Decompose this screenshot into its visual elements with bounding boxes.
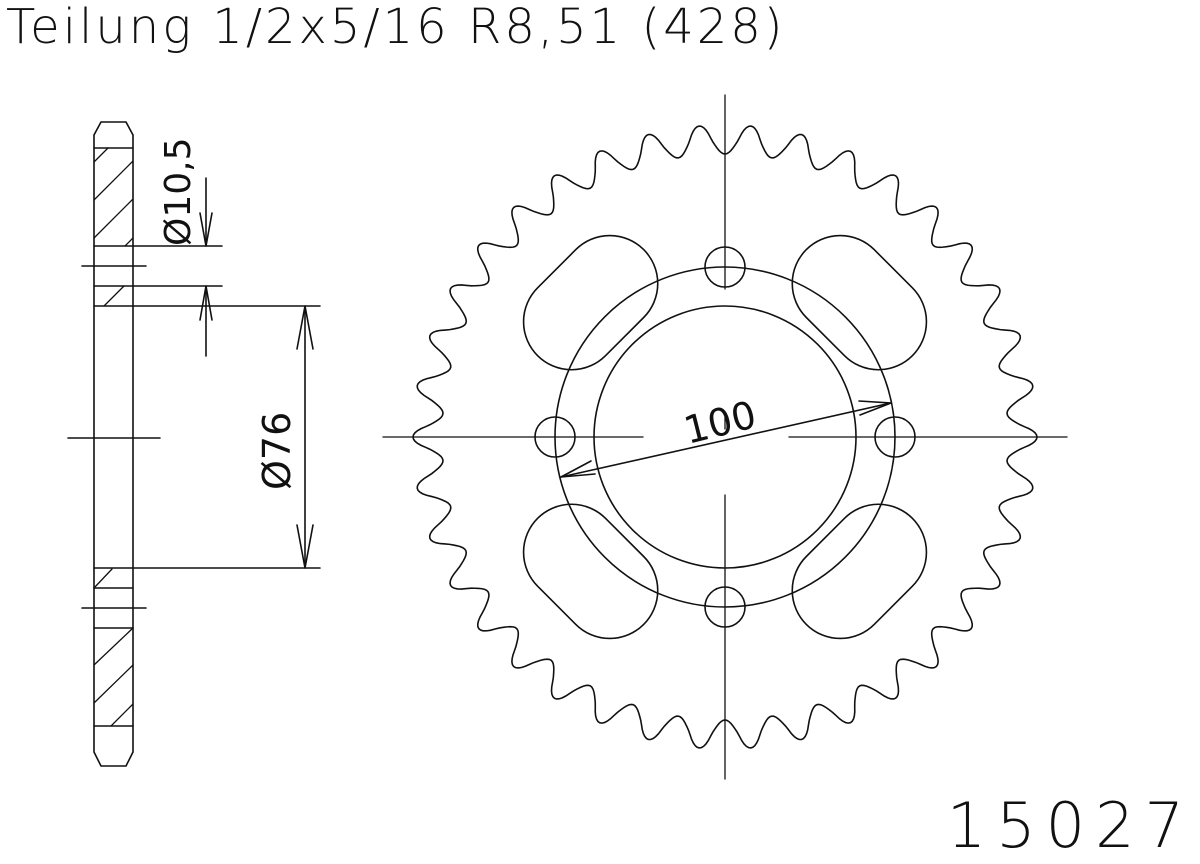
slot-bottom-left	[522, 503, 659, 640]
side-view	[67, 121, 321, 767]
side-profile-outline	[93, 121, 134, 767]
bore-hole-dimension	[199, 177, 213, 357]
lightening-slots	[522, 234, 928, 640]
hatching-top	[93, 147, 134, 307]
part-number: 15027	[946, 789, 1194, 862]
slot-bottom-right	[791, 503, 928, 640]
slot-top-left	[522, 234, 659, 371]
center-lines	[382, 94, 1068, 780]
bolt-circle-dimension	[560, 400, 892, 478]
slot-top-right	[791, 234, 928, 371]
bore-hole-dim-label: Ø10,5	[158, 138, 199, 247]
front-view	[382, 94, 1068, 780]
bolt-circle-dim-label: 100	[680, 392, 761, 452]
center-bore-dimension	[296, 305, 314, 569]
center-bore-dim-label: Ø76	[255, 412, 299, 490]
hatching-bottom	[93, 568, 134, 727]
drawing-title: Teilung 1/2x5/16 R8,51 (428)	[6, 0, 786, 55]
